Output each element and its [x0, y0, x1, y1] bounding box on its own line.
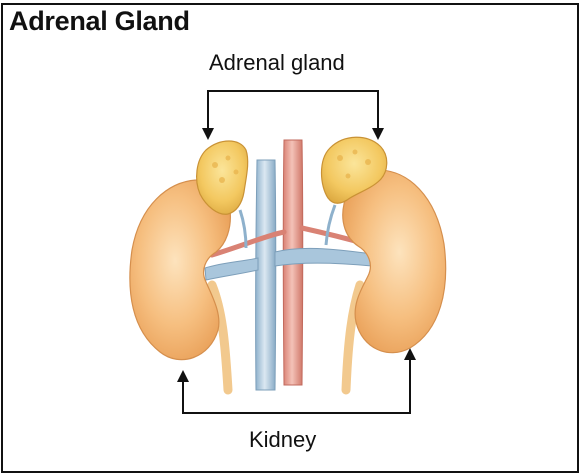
adrenal-arrow-right	[372, 128, 384, 140]
right-renal-vein	[275, 248, 372, 266]
adrenal-arrow-left	[202, 128, 214, 140]
kidney-adrenal-illustration	[0, 0, 582, 460]
left-renal-vein	[205, 258, 258, 280]
adrenal-gland-bracket	[202, 91, 384, 140]
kidney-arrow-left	[177, 370, 189, 382]
right-adrenal-vessel	[326, 205, 335, 245]
vena-cava	[256, 160, 276, 390]
